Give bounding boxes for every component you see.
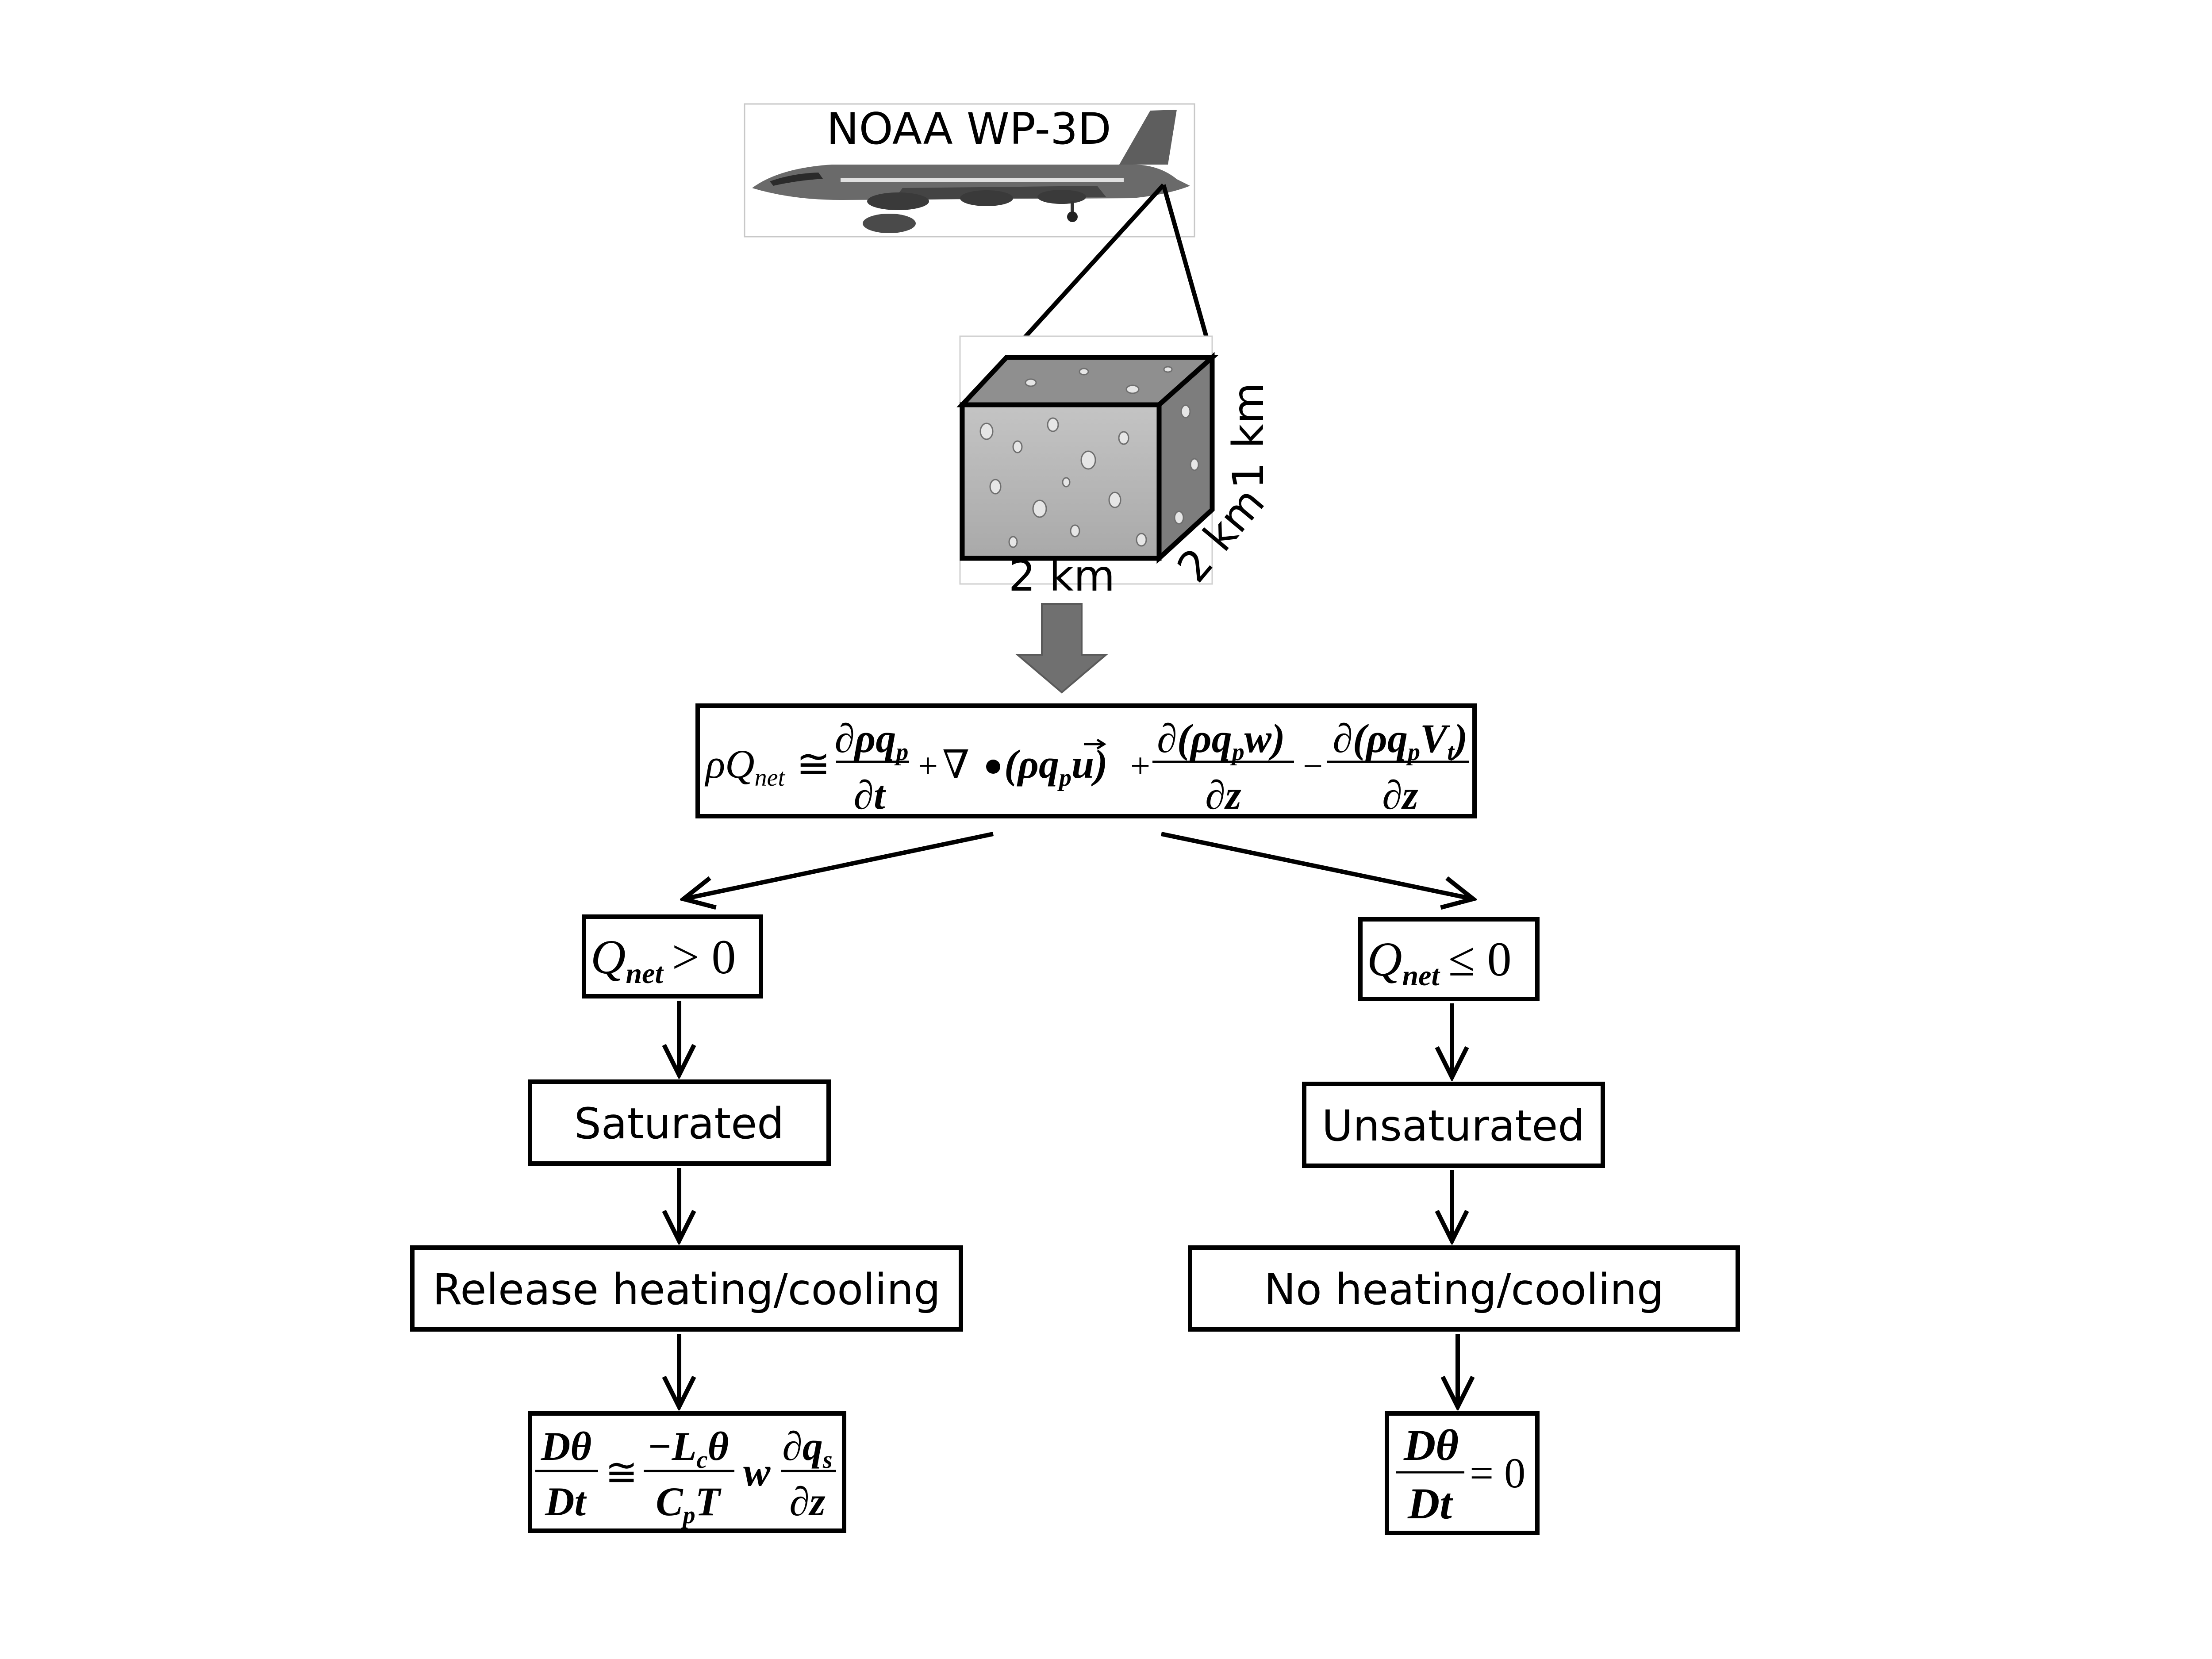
svg-text:∂(ρqpVt): ∂(ρqpVt): [1333, 716, 1467, 766]
right-result-equation: Dθ Dt = 0: [1396, 1421, 1525, 1528]
sampling-line-left: [1005, 183, 1165, 359]
budget-equation: ρQnet ≅ ∂ρqp ∂t + ∇ (ρqpu) + ∂(ρqpw) ∂z: [695, 703, 1477, 818]
svg-text:ρQnet: ρQnet: [704, 741, 785, 791]
right-res-lhs-num: Dθ: [1403, 1421, 1459, 1470]
eq-t3-den: ∂z: [1205, 772, 1241, 818]
eq-t4-num-sub2: t: [1447, 738, 1455, 766]
left-branch: Qnet> 0 Saturated Release heating/coolin…: [410, 914, 963, 1533]
eq-minus: −: [1303, 747, 1323, 786]
left-res-lhs-num: Dθ: [541, 1424, 591, 1469]
aircraft-image: NOAA WP-3D: [744, 103, 1195, 238]
release-heating-box: [410, 1245, 963, 1332]
eq-t4-den: ∂z: [1382, 772, 1418, 818]
aircraft-label: NOAA WP-3D: [826, 104, 1111, 154]
eq-t4-num-mid: V: [1420, 716, 1450, 761]
left-res-w: w: [743, 1449, 771, 1494]
release-heating-label: Release heating/cooling: [433, 1265, 941, 1314]
eq-lhs: ρQ: [704, 741, 755, 787]
cube-width-label: 2 km: [1009, 551, 1115, 601]
left-res-mid-num-tail: θ: [708, 1424, 729, 1469]
sampling-line-right: [1161, 184, 1214, 358]
branch-arrow-left: [684, 832, 994, 899]
right-res-lhs-den: Dt: [1407, 1479, 1453, 1528]
eq-t1-num: ∂ρq: [835, 716, 896, 761]
eq-dot-operator: [986, 760, 1000, 774]
svg-text:CpT: CpT: [656, 1479, 722, 1529]
eq-t4-num-tail: ): [1451, 716, 1468, 761]
eq-t2: (ρq: [1004, 741, 1059, 787]
right-branch: Qnet≤ 0 Unsaturated No heating/cooling D…: [1188, 917, 1740, 1535]
eq-lhs-sub: net: [755, 764, 786, 791]
eq-t2-close: ): [1091, 741, 1108, 787]
left-cond-rel: > 0: [672, 930, 736, 984]
eq-plus-1: +: [918, 747, 938, 786]
left-res-right-den: ∂z: [789, 1479, 825, 1524]
right-cond-sub: net: [1402, 960, 1440, 992]
left-cond-sub: net: [626, 957, 664, 990]
left-res-right-num: ∂q: [782, 1424, 822, 1469]
svg-text:(ρqpu): (ρqpu): [1004, 741, 1108, 791]
block-down-arrow: [1015, 603, 1109, 694]
left-res-approx: ≅: [605, 1452, 638, 1494]
eq-plus-2: +: [1130, 747, 1150, 786]
eq-approx: ≅: [796, 741, 830, 787]
eq-nabla: ∇: [942, 744, 969, 787]
right-cond-rel: ≤ 0: [1448, 932, 1512, 986]
branch-arrow-right: [1160, 832, 1473, 899]
unsaturated-box: [1302, 1082, 1605, 1168]
eq-t3-num: ∂(ρq: [1157, 716, 1232, 761]
left-result-equation: Dθ Dt ≅ −Lcθ CpT w ∂qs ∂z: [535, 1424, 836, 1529]
no-heating-box: [1188, 1245, 1740, 1332]
left-res-mid-den-tail: T: [695, 1479, 722, 1524]
right-condition-text: Qnet≤ 0: [1367, 932, 1512, 992]
left-condition-box: [582, 914, 763, 998]
eq-t4-num: ∂(ρq: [1333, 716, 1408, 761]
svg-text:∂qs: ∂qs: [782, 1424, 832, 1474]
airplane-icon: [752, 110, 1190, 233]
eq-t2-sub: p: [1057, 764, 1071, 791]
eq-t1-den: ∂t: [853, 772, 886, 818]
right-condition-box: [1358, 917, 1540, 1001]
equation-text: ρQnet ≅ ∂ρqp ∂t + ∇ (ρqpu) + ∂(ρqpw) ∂z: [704, 716, 1469, 818]
svg-text:∂(ρqpw): ∂(ρqpw): [1157, 716, 1285, 766]
left-cond-q: Q: [591, 930, 626, 984]
left-condition-text: Qnet> 0: [591, 930, 736, 990]
left-res-mid-den-sub: p: [681, 1502, 695, 1529]
right-res-rhs: = 0: [1470, 1449, 1525, 1497]
eq-t2-vec: u: [1071, 741, 1094, 787]
saturated-box: [528, 1079, 831, 1166]
left-res-lhs-den: Dt: [545, 1479, 587, 1524]
saturated-label: Saturated: [574, 1099, 784, 1148]
svg-text:−Lcθ: −Lcθ: [647, 1424, 729, 1474]
vector-arrow-icon: [1084, 738, 1106, 750]
left-res-mid-num-sub: c: [697, 1446, 708, 1474]
left-res-mid-den: C: [656, 1479, 684, 1524]
droplets-texture: [979, 366, 1199, 548]
svg-text:∂ρqp: ∂ρqp: [835, 716, 909, 766]
no-heating-label: No heating/cooling: [1264, 1265, 1664, 1314]
left-res-mid-num: −L: [647, 1424, 697, 1469]
left-res-right-num-sub: s: [822, 1446, 833, 1474]
cube-height-label: 1 km: [1224, 383, 1273, 489]
unsaturated-label: Unsaturated: [1322, 1101, 1585, 1151]
cloud-volume-cube: [956, 335, 1219, 585]
right-cond-q: Q: [1367, 932, 1402, 986]
eq-t3-num-tail: w): [1244, 716, 1285, 761]
